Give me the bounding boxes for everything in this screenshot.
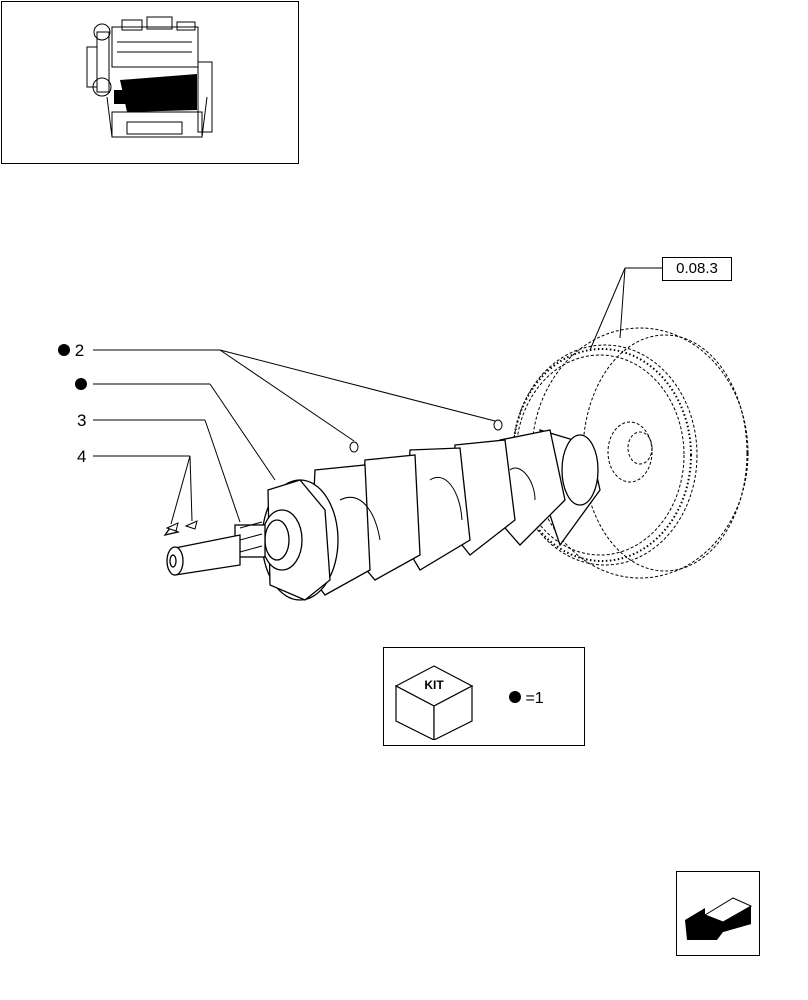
reference-link-box[interactable]: 0.08.3	[662, 257, 732, 281]
back-button[interactable]	[676, 871, 760, 956]
plug-small	[493, 419, 503, 431]
key-part	[165, 522, 179, 532]
kit-legend: KIT =1	[383, 647, 585, 746]
kit-legend-entry: =1	[509, 690, 544, 708]
kit-marker-dot	[58, 344, 70, 356]
kit-quantity: =1	[525, 690, 544, 707]
callout-item-dot	[75, 376, 87, 393]
plug-small	[349, 441, 359, 453]
callout-number: 2	[74, 341, 85, 360]
ring-gear-teeth	[512, 348, 692, 562]
callout-item-4: 4	[77, 448, 86, 465]
kit-box-label: KIT	[424, 678, 444, 692]
crankshaft	[163, 429, 601, 601]
engine-location-thumbnail	[1, 1, 299, 164]
back-arrow-icon	[685, 897, 753, 940]
kit-marker-dot	[75, 378, 87, 390]
engine-thumbnail-icon	[86, 16, 213, 138]
callout-item-3: 3	[77, 412, 86, 429]
reference-code: 0.08.3	[676, 260, 718, 277]
callout-number: 3	[77, 411, 87, 430]
kit-marker-dot	[509, 691, 521, 703]
kit-box-icon: KIT	[394, 665, 474, 740]
callout-number: 4	[77, 447, 87, 466]
key-part	[184, 520, 198, 530]
callout-item-2: 2	[58, 342, 84, 359]
